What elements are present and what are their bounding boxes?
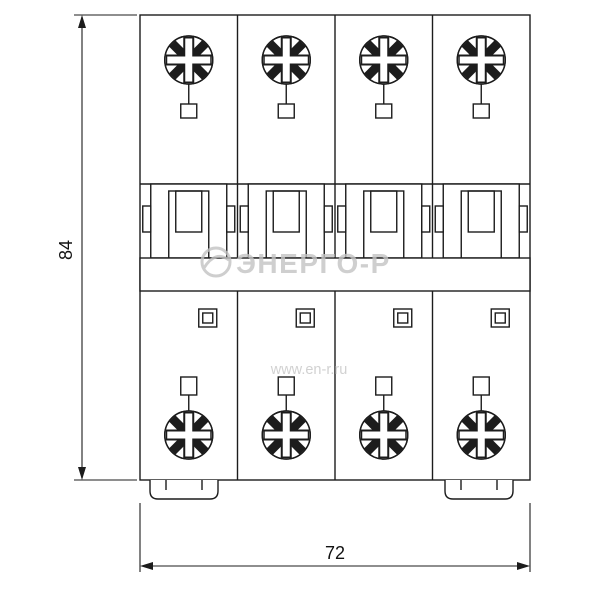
arrow-up-icon (78, 15, 86, 28)
arrow-down-icon (78, 467, 86, 480)
watermark-url-text: www.en-r.ru (270, 362, 348, 378)
watermark: ЭНЕРГО-Р www.en-r.ru (200, 246, 391, 378)
height-dimension-label: 84 (56, 240, 76, 260)
watermark-brand-text: ЭНЕРГО-Р (236, 248, 391, 279)
arrow-right-icon (517, 562, 530, 570)
faceplate-band (139, 257, 531, 292)
energo-orbit-logo-icon (200, 246, 232, 278)
width-dimension-label: 72 (325, 543, 345, 563)
breaker-drawing (139, 14, 531, 500)
dimension-width: 72 (139, 503, 531, 572)
din-clip-left (149, 480, 219, 500)
dimension-height: 84 (56, 14, 137, 481)
arrow-left-icon (140, 562, 153, 570)
din-clip-right (444, 480, 514, 500)
